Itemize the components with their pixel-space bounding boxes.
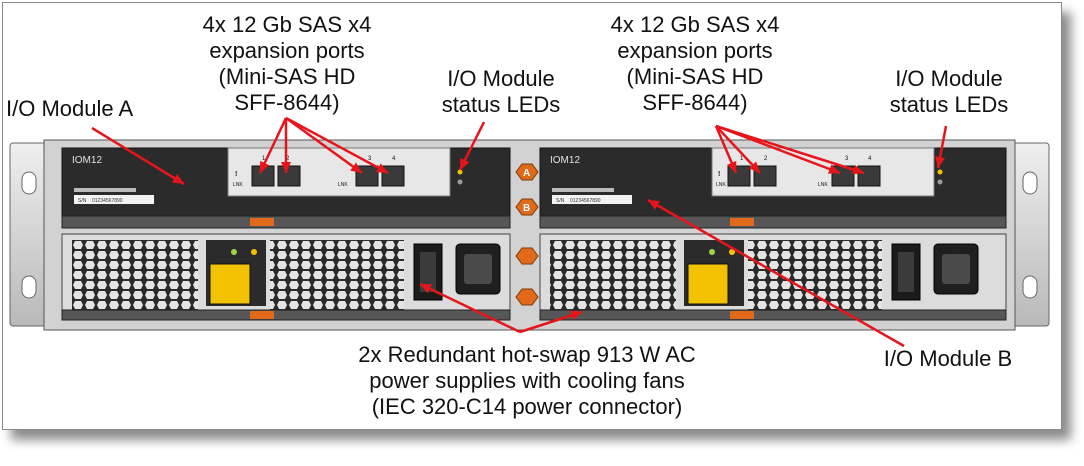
status-led (457, 169, 463, 175)
psu-led (709, 249, 715, 255)
arrow-psu-right (519, 310, 583, 334)
power-supply-left (61, 233, 511, 321)
label-io-module-b: I/O Module B (883, 346, 1013, 371)
sas-port[interactable] (727, 165, 751, 187)
label-status-leds-right: I/O Module status LEDs (889, 66, 1009, 117)
power-supply-right (539, 233, 1007, 321)
arrow-sas-right (715, 124, 865, 175)
fan-grille (748, 240, 882, 310)
arrow-sas-left (285, 116, 363, 175)
slot-badge-icon (515, 247, 539, 265)
arrow-sas-left (281, 118, 291, 173)
psu-led (729, 249, 735, 255)
psu-left-handle[interactable] (61, 309, 511, 321)
label-power-supplies: 2x Redundant hot-swap 913 W AC power sup… (358, 342, 696, 419)
io-module-b: IOM12 S/N 01234567890 1 2 3 4 ! LNK LNK (539, 147, 1007, 229)
module-b-name: IOM12 (550, 155, 580, 166)
port-1-number: 1 (262, 156, 266, 162)
module-a-sn-label: S/N (78, 198, 87, 204)
status-led (457, 179, 463, 185)
module-b-handle[interactable] (539, 215, 1007, 229)
port-4-number: 4 (392, 156, 396, 162)
arrow-io-module-a (91, 126, 185, 186)
arrow-io-module-b (647, 198, 905, 348)
sas-port[interactable] (857, 165, 881, 187)
slot-badge-b-letter: B (523, 203, 530, 214)
arrow-sas-right (715, 125, 761, 174)
fan-grille (550, 240, 676, 310)
module-a-serial: 01234567890 (92, 198, 123, 204)
io-module-a: IOM12 S/N 01234567890 1 2 3 4 ! LNK LNK (61, 147, 511, 229)
psu-right-handle[interactable] (539, 309, 1007, 321)
sas-port[interactable] (355, 165, 379, 187)
label-status-leds-left: I/O Module status LEDs (441, 66, 561, 117)
arrow-sas-left (258, 117, 288, 174)
port-2-number: 2 (764, 156, 768, 162)
slot-badge-icon (515, 288, 539, 306)
fan-grille (72, 240, 198, 310)
module-b-serial: 01234567890 (570, 198, 601, 204)
rack-ear-right (1012, 142, 1050, 327)
module-b-sn-label: S/N (556, 198, 565, 204)
arrow-leds-right (935, 125, 948, 169)
status-led (937, 169, 943, 175)
status-led (937, 179, 943, 185)
psu-led (251, 249, 257, 255)
module-a-name: IOM12 (72, 155, 102, 166)
fan-grille (270, 240, 404, 310)
label-io-module-a: I/O Module A (6, 96, 134, 121)
arrow-sas-right (714, 125, 738, 174)
warning-label (687, 263, 729, 305)
port-3-number: 3 (368, 156, 372, 162)
callout-arrows (91, 116, 948, 348)
port-2-number: 2 (286, 156, 290, 162)
port-4-number: 4 (868, 156, 872, 162)
label-sas-ports-right: 4x 12 Gb SAS x4 expansion ports (Mini-SA… (610, 12, 780, 115)
port-link-label: LNK (338, 182, 348, 188)
port-warn-mark: ! (235, 171, 237, 178)
sas-port[interactable] (277, 165, 301, 187)
port-1-number: 1 (740, 156, 744, 162)
port-link-label: LNK (716, 182, 726, 188)
slot-badge-a-letter: A (523, 168, 530, 179)
slot-badge-b: B (515, 198, 539, 216)
arrow-leds-left (458, 121, 486, 171)
port-link-label: LNK (818, 182, 828, 188)
label-sas-ports-left: 4x 12 Gb SAS x4 expansion ports (Mini-SA… (202, 12, 372, 115)
module-a-handle[interactable] (61, 215, 511, 229)
port-link-label: LNK (233, 182, 243, 188)
sas-port[interactable] (381, 165, 405, 187)
warning-label (209, 263, 251, 305)
psu-led (231, 249, 237, 255)
slot-badge-a: A (515, 163, 539, 181)
arrow-psu-left (419, 282, 521, 334)
port-warn-mark: ! (718, 171, 720, 178)
rack-ear-left (9, 142, 47, 327)
port-3-number: 3 (845, 156, 849, 162)
arrow-sas-left (285, 116, 389, 175)
